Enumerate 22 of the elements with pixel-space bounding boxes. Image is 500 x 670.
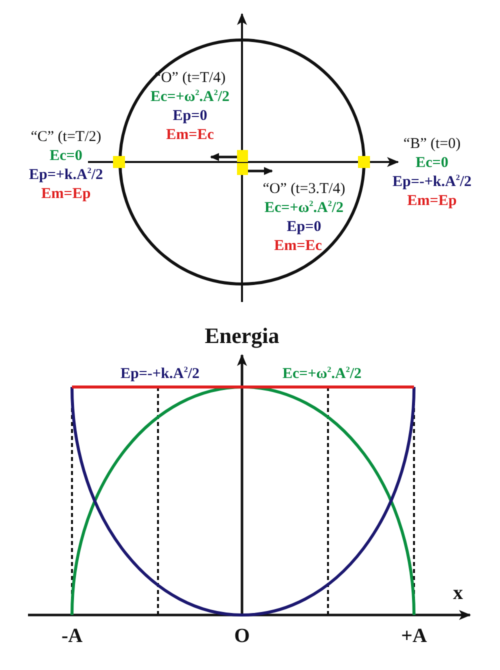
potential-energy-formula: Ep=0 bbox=[286, 219, 322, 236]
kinetic-energy-formula: Ec=0 bbox=[50, 148, 82, 165]
mechanical-energy-formula: Em=Ep bbox=[407, 193, 457, 210]
point-label: “C” (t=T/2) bbox=[30, 129, 102, 146]
axis-label: x bbox=[453, 582, 463, 604]
kinetic-energy-formula: Ec=0 bbox=[416, 155, 448, 172]
mechanical-energy-formula: Em=Ec bbox=[166, 127, 214, 144]
tick-label: O bbox=[234, 625, 250, 647]
axis-title: Energia bbox=[204, 324, 280, 348]
curve-label: Ec=+ω$^{2}$.A$^{2}$/2 bbox=[282, 366, 362, 383]
potential-energy-formula: Ep=+k.A$^{2}$/2 bbox=[28, 167, 104, 184]
tick-label: +A bbox=[401, 625, 427, 647]
potential-energy-formula: Ep=0 bbox=[172, 108, 208, 125]
mechanical-energy-formula: Em=Ep bbox=[41, 186, 91, 203]
point-label: “O” (t=3.T/4) bbox=[262, 181, 346, 198]
curve-label: Ep=-+k.A$^{2}$/2 bbox=[120, 366, 200, 383]
point-label: “B” (t=0) bbox=[403, 136, 461, 153]
kinetic-energy-formula: Ec=+ω$^{2}$.A$^{2}$/2 bbox=[150, 89, 230, 106]
potential-energy-formula: Ep=-+k.A$^{2}$/2 bbox=[392, 174, 472, 191]
kinetic-energy-formula: Ec=+ω$^{2}$.A$^{2}$/2 bbox=[264, 200, 344, 217]
tick-label: -A bbox=[61, 625, 83, 647]
mechanical-energy-formula: Em=Ec bbox=[274, 238, 322, 255]
